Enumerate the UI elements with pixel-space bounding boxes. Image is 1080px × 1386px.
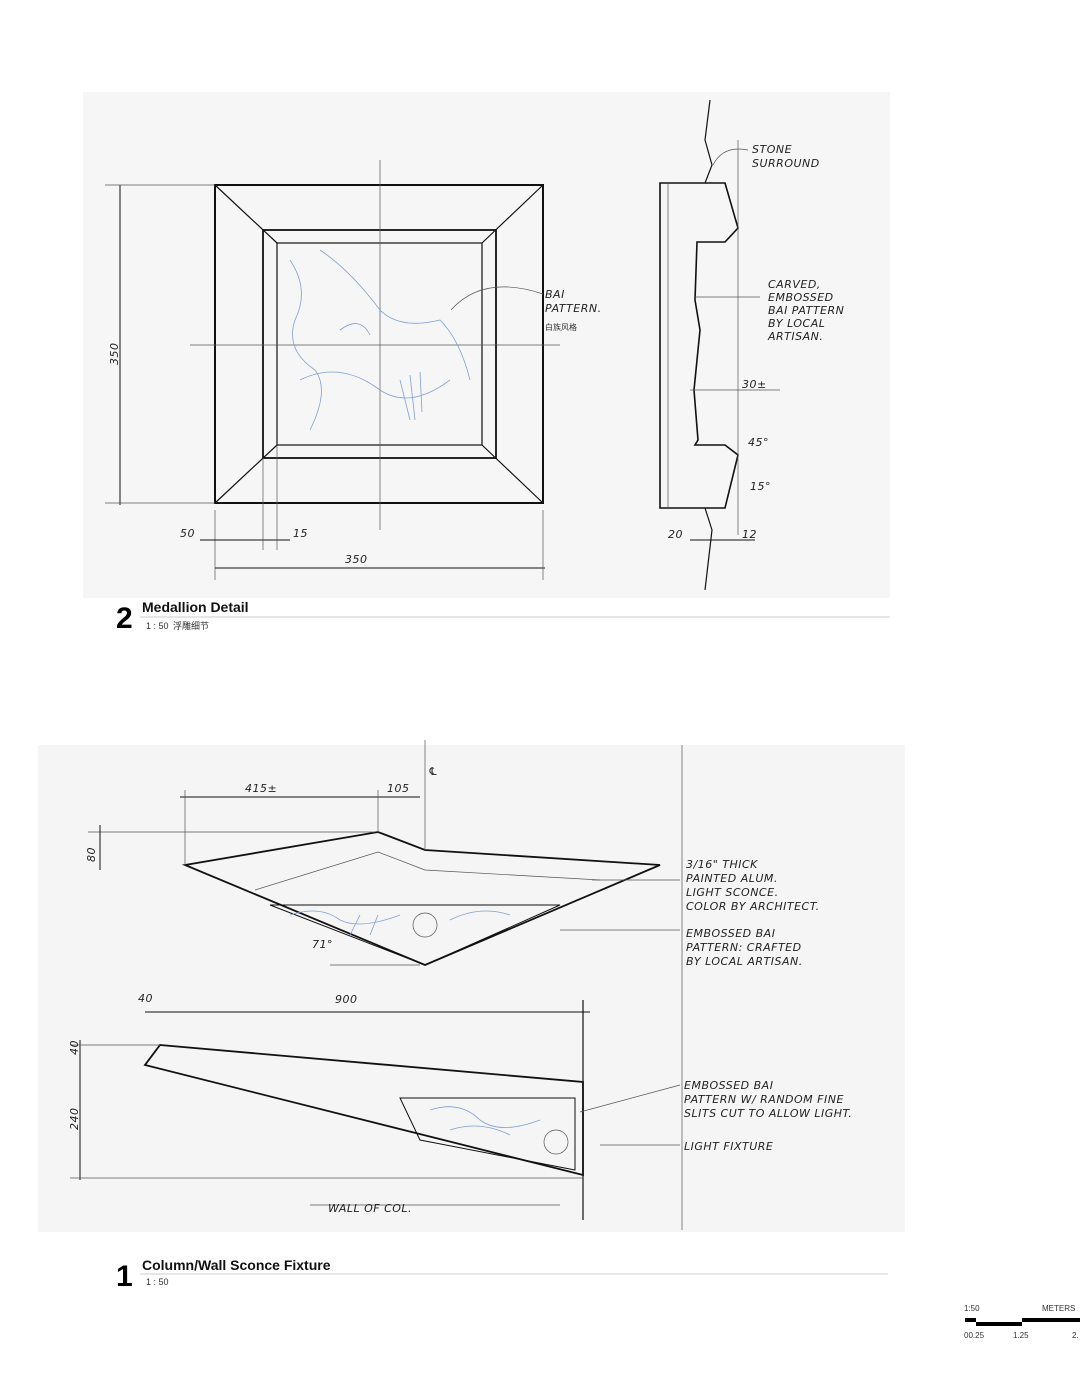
label-emb-3: BY LOCAL ARTISAN. [686, 955, 803, 968]
angle-71: 71° [312, 938, 333, 951]
label-alum-4: COLOR BY ARCHITECT. [686, 900, 820, 913]
label-bai-cn: 白族风格 [545, 322, 577, 332]
detail-number: 1 [116, 1260, 133, 1293]
label-bai: BAI [545, 288, 565, 301]
angle-45: 45° [748, 436, 769, 449]
dim-900: 900 [335, 993, 358, 1006]
label-surround: SURROUND [752, 157, 820, 170]
scale-tick: 00.25 [964, 1331, 985, 1340]
dim-12: 12 [742, 528, 757, 541]
dim-40-side: 40 [68, 1040, 81, 1055]
detail-title: Column/Wall Sconce Fixture [142, 1257, 331, 1273]
sconce-plan [88, 740, 683, 1230]
scale-tick: 1.25 [1013, 1331, 1029, 1340]
label-carved-1: CARVED, [768, 278, 821, 291]
dim-30: 30± [742, 378, 767, 391]
centerline-symbol: ℄ [428, 765, 438, 778]
label-light-fixture: LIGHT FIXTURE [684, 1140, 773, 1153]
label-slit-1: EMBOSSED BAI [684, 1079, 773, 1092]
dim-40-top: 40 [138, 992, 153, 1005]
label-carved-4: BY LOCAL [768, 317, 825, 330]
scale-bar: 1:50 METERS 00.25 1.25 2. [964, 1304, 1080, 1340]
medallion-title-block: 2 Medallion Detail 1 : 50 浮雕细节 [116, 599, 890, 635]
dim-20: 20 [668, 528, 683, 541]
label-alum-2: PAINTED ALUM. [686, 872, 778, 885]
dim-415: 415± [245, 782, 277, 795]
dim-240: 240 [68, 1108, 81, 1131]
dim-80: 80 [85, 847, 98, 862]
sconce-title-block: 1 Column/Wall Sconce Fixture 1 : 50 [116, 1257, 888, 1293]
label-slit-3: SLITS CUT TO ALLOW LIGHT. [684, 1107, 852, 1120]
label-alum-1: 3/16" THICK [686, 858, 758, 871]
dim-15: 15 [293, 527, 308, 540]
label-carved-5: ARTISAN. [767, 330, 823, 343]
detail-title: Medallion Detail [142, 599, 249, 615]
dim-width-350: 350 [345, 553, 368, 566]
detail-number: 2 [116, 602, 133, 635]
dim-105: 105 [387, 782, 410, 795]
medallion-elevation [105, 160, 560, 580]
detail-subtitle-cn: 浮雕细节 [173, 620, 209, 631]
medallion-annotations: STONE SURROUND BAI PATTERN. 白族风格 CARVED,… [108, 143, 844, 566]
label-carved-3: BAI PATTERN [768, 304, 844, 317]
label-slit-2: PATTERN W/ RANDOM FINE [684, 1093, 844, 1106]
dim-50: 50 [180, 527, 195, 540]
scale-tick: 2. [1072, 1331, 1079, 1340]
label-stone: STONE [752, 143, 792, 156]
dim-height-350: 350 [108, 343, 121, 366]
label-alum-3: LIGHT SCONCE. [686, 886, 779, 899]
label-pattern: PATTERN. [545, 302, 602, 315]
scale-ratio: 1:50 [964, 1304, 980, 1313]
detail-scale: 1 : 50 [146, 1277, 169, 1287]
detail-scale: 1 : 50 [146, 621, 169, 631]
label-wall-of-col: WALL OF COL. [328, 1202, 412, 1215]
angle-15: 15° [750, 480, 771, 493]
sconce-section [70, 1000, 681, 1220]
sconce-sketch-paper [38, 745, 905, 1232]
label-emb-1: EMBOSSED BAI [686, 927, 775, 940]
medallion-section [659, 99, 780, 591]
label-carved-2: EMBOSSED [768, 291, 834, 304]
label-emb-2: PATTERN: CRAFTED [686, 941, 802, 954]
sconce-annotations: 415± 105 ℄ 80 3/16" THICK PAINTED ALUM. … [68, 765, 852, 1215]
scale-unit: METERS [1042, 1304, 1075, 1313]
